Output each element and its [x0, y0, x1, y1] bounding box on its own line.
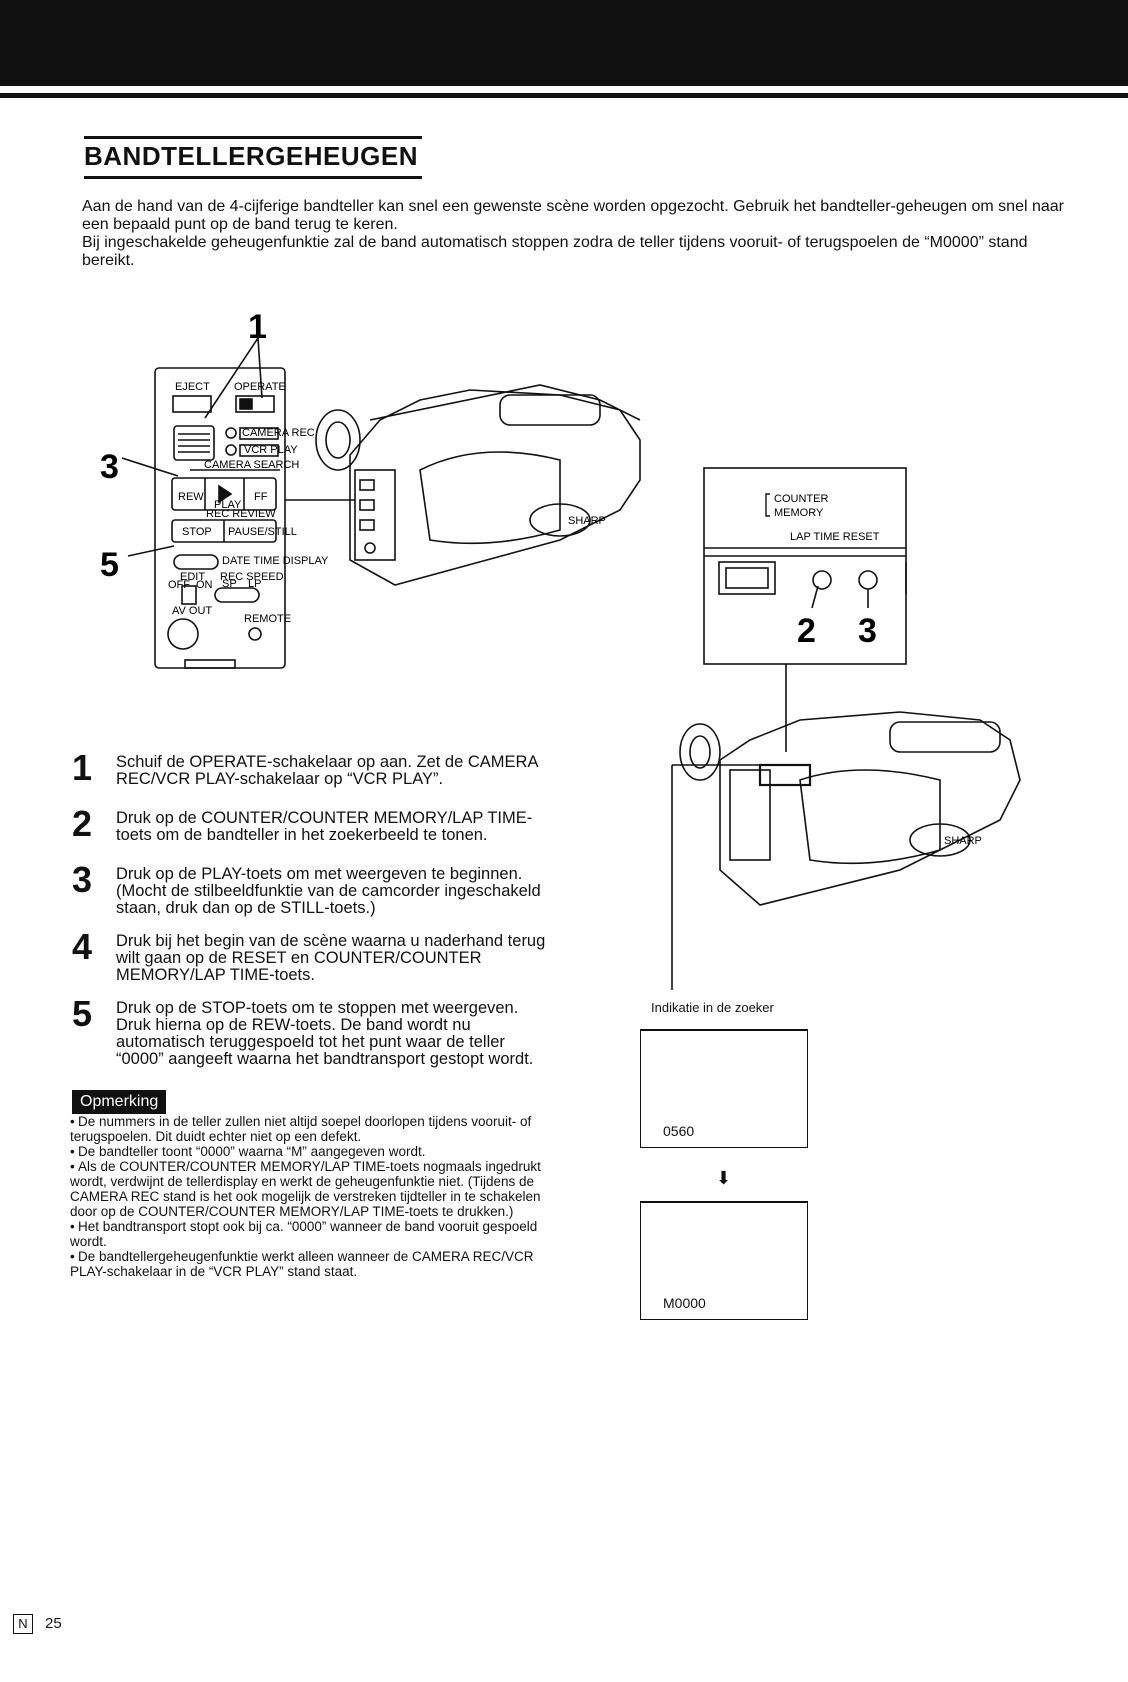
label-operate: OPERATE	[234, 381, 286, 393]
intro-paragraph-1: Aan de hand van de 4-cijferige bandtelle…	[82, 198, 1064, 233]
label-pause-still: PAUSE/STILL	[228, 526, 297, 538]
note-item: •De bandteller toont “0000” waarna “M” a…	[70, 1144, 426, 1159]
label-eject: EJECT	[175, 381, 210, 393]
step-number: 2	[72, 803, 93, 844]
label-lp: LP	[248, 578, 261, 590]
language-box: N	[13, 1614, 33, 1634]
step-number: 4	[72, 926, 93, 967]
callout-1: 1	[248, 308, 267, 346]
label-av-out: AV OUT	[172, 605, 212, 617]
step-4: 4 Druk bij het begin van de scène waarna…	[72, 929, 552, 984]
note-text: Het bandtransport stopt ook bij ca. “000…	[70, 1219, 538, 1249]
counter-memory-drawing	[703, 467, 907, 752]
camcorder-left-drawing	[285, 384, 641, 586]
label-vcr-play: VCR PLAY	[244, 444, 298, 456]
step-number: 1	[72, 747, 93, 788]
note-text: De bandtellergeheugenfunktie werkt allee…	[70, 1249, 534, 1279]
step-text: Druk op de PLAY-toets om met weergeven t…	[116, 865, 541, 917]
step-text: Schuif de OPERATE-schakelaar op aan. Zet…	[116, 753, 538, 788]
label-sharp-right: SHARP	[944, 835, 982, 847]
camcorder-diagram: 1 3 5 2 3 EJECT OPERATE CAMERA REC VCR P…	[100, 308, 1021, 990]
label-lap-time-reset: LAP TIME RESET	[790, 531, 880, 543]
top-black-band	[0, 0, 1128, 86]
label-edit: EDIT	[180, 571, 205, 583]
label-remote: REMOTE	[244, 613, 291, 625]
note-item: •De bandtellergeheugenfunktie werkt alle…	[70, 1249, 534, 1279]
label-rec-review: REC REVIEW	[206, 508, 276, 520]
note-heading: Opmerking	[72, 1090, 167, 1114]
label-sp: SP	[222, 578, 237, 590]
notes-list: •De nummers in de teller zullen niet alt…	[70, 1114, 542, 1279]
viewfinder-caption: Indikatie in de zoeker	[651, 1000, 774, 1015]
label-camera-rec: CAMERA REC	[242, 427, 315, 439]
step-number: 3	[72, 859, 93, 900]
intro-text: Aan de hand van de 4-cijferige bandtelle…	[82, 198, 1067, 270]
steps-list: 1 Schuif de OPERATE-schakelaar op aan. Z…	[72, 750, 552, 1084]
intro-paragraph-2: Bij ingeschakelde geheugenfunktie zal de…	[82, 234, 1028, 269]
label-camera-search: CAMERA SEARCH	[204, 459, 299, 471]
callout-2: 2	[797, 612, 816, 650]
label-sharp-left: SHARP	[568, 515, 606, 527]
label-ff: FF	[254, 491, 268, 503]
page-title: BANDTELLERGEHEUGEN	[84, 136, 423, 179]
step-text: Druk bij het begin van de scène waarna u…	[116, 932, 546, 984]
step-2: 2 Druk op de COUNTER/COUNTER MEMORY/LAP …	[72, 806, 552, 850]
label-date-time-display: DATE TIME DISPLAY	[222, 555, 329, 567]
label-on: ON	[196, 579, 213, 591]
note-item: •Als de COUNTER/COUNTER MEMORY/LAP TIME-…	[70, 1159, 541, 1219]
callout-3-left: 3	[100, 448, 119, 486]
step-5: 5 Druk op de STOP-toets om te stoppen me…	[72, 996, 552, 1068]
callout-3-right: 3	[858, 612, 877, 650]
note-text: De bandteller toont “0000” waarna “M” aa…	[78, 1144, 426, 1159]
label-play: PLAY	[214, 499, 242, 511]
note-text: Als de COUNTER/COUNTER MEMORY/LAP TIME-t…	[70, 1159, 541, 1219]
step-text: Druk op de STOP-toets om te stoppen met …	[116, 999, 534, 1068]
label-rec-speed: REC SPEED	[220, 571, 284, 583]
viewfinder-display-1: 0560	[640, 1029, 808, 1148]
camcorder-right-drawing	[671, 711, 1021, 990]
note-text: De nummers in de teller zullen niet alti…	[70, 1114, 532, 1144]
label-rew: REW	[178, 491, 204, 503]
top-rule	[0, 93, 1128, 98]
viewfinder-display-2: M0000	[640, 1201, 808, 1320]
step-text: Druk op de COUNTER/COUNTER MEMORY/LAP TI…	[116, 809, 533, 844]
page-number: 25	[45, 1615, 62, 1632]
step-1: 1 Schuif de OPERATE-schakelaar op aan. Z…	[72, 750, 552, 794]
viewfinder-value-2: M0000	[663, 1295, 706, 1311]
label-stop: STOP	[182, 526, 212, 538]
step-3: 3 Druk op de PLAY-toets om met weergeven…	[72, 862, 552, 917]
label-off: OFF	[168, 579, 190, 591]
label-memory: MEMORY	[774, 507, 824, 519]
note-item: •Het bandtransport stopt ook bij ca. “00…	[70, 1219, 538, 1249]
note-item: •De nummers in de teller zullen niet alt…	[70, 1114, 532, 1144]
control-panel-drawing	[154, 367, 286, 669]
label-counter: COUNTER	[774, 493, 828, 505]
viewfinder-value-1: 0560	[663, 1123, 695, 1139]
step-number: 5	[72, 993, 93, 1034]
down-arrow-icon: ⬇	[716, 1168, 732, 1188]
callout-5: 5	[100, 546, 119, 584]
